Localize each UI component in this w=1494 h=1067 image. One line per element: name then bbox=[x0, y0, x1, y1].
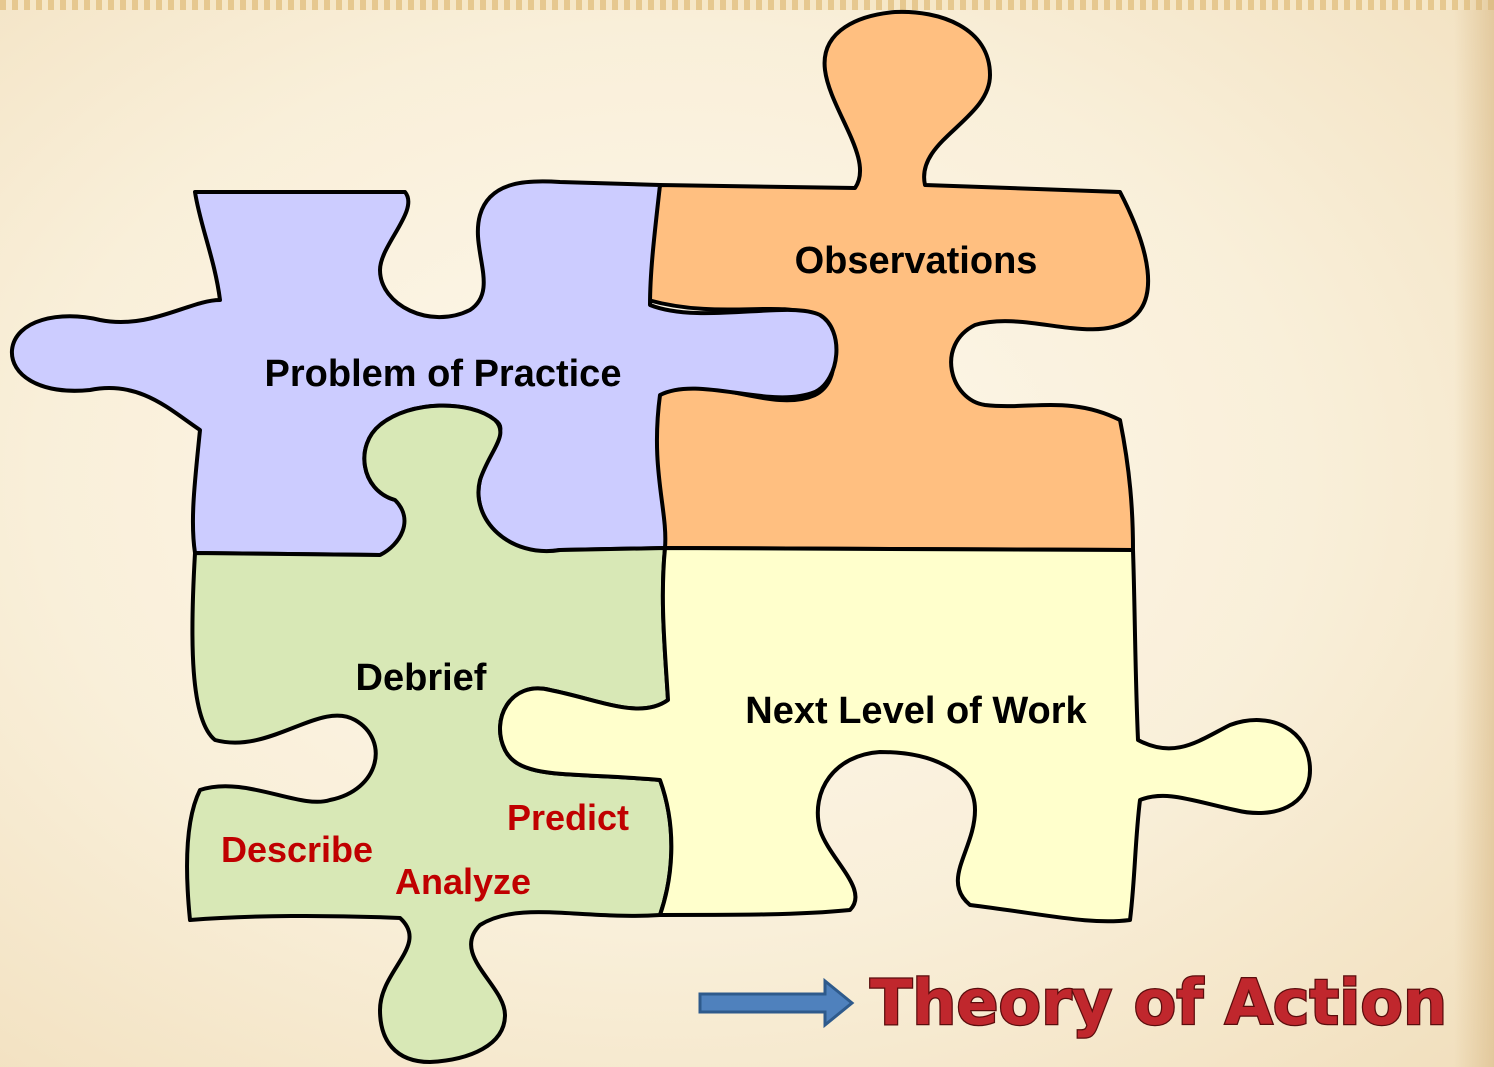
describe-label: Describe bbox=[221, 829, 373, 870]
puzzle-piece-debrief bbox=[185, 403, 674, 1064]
theory-of-action-title: Theory of Action bbox=[870, 966, 1447, 1039]
predict-label: Predict bbox=[507, 797, 629, 838]
problem-of-practice-label: Problem of Practice bbox=[265, 353, 622, 395]
analyze-label: Analyze bbox=[395, 861, 531, 902]
decorative-top-border bbox=[0, 0, 1494, 10]
observations-label: Observations bbox=[795, 240, 1038, 282]
decorative-right-edge bbox=[1454, 0, 1494, 1067]
right-arrow-icon bbox=[698, 977, 855, 1029]
puzzle-piece-next-level bbox=[498, 546, 1312, 924]
debrief-label: Debrief bbox=[356, 657, 487, 699]
next-level-of-work-label: Next Level of Work bbox=[745, 690, 1087, 732]
